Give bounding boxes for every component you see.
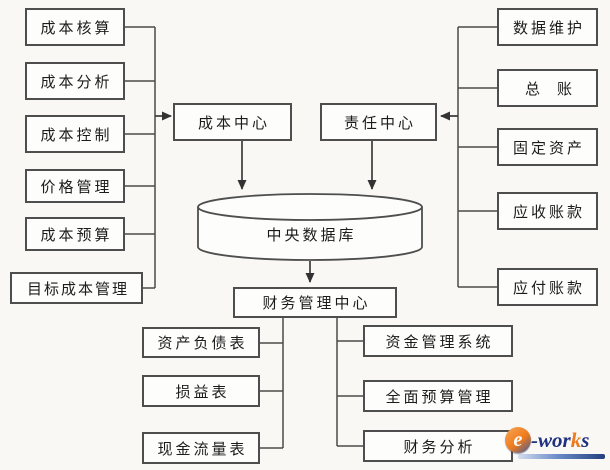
node-cost-center: 成本中心 <box>173 103 292 141</box>
node-cost-accounting: 成本核算 <box>25 8 125 46</box>
eworks-logo-wor: -wor <box>531 427 571 452</box>
node-cost-control: 成本控制 <box>25 115 125 153</box>
node-fixed-assets: 固定资产 <box>497 128 598 166</box>
node-responsibility-center: 责任中心 <box>320 103 437 141</box>
node-comprehensive-budget-management: 全面预算管理 <box>363 380 513 412</box>
eworks-logo-s: s <box>581 427 590 452</box>
node-data-maintenance: 数据维护 <box>497 8 598 46</box>
database-cylinder-shape <box>197 193 423 261</box>
node-financial-analysis: 财务分析 <box>363 430 513 462</box>
bottom-right-connectors <box>336 318 363 447</box>
node-balance-sheet: 资产负债表 <box>142 327 260 358</box>
eworks-logo-underline <box>518 454 605 459</box>
node-income-statement: 损益表 <box>142 375 260 407</box>
eworks-logo-e-icon: e <box>505 427 531 453</box>
bottom-left-connectors <box>260 318 284 449</box>
node-central-database: 中央数据库 <box>266 228 357 244</box>
node-general-ledger: 总 账 <box>497 69 598 107</box>
node-cost-analysis: 成本分析 <box>25 62 125 100</box>
flow-arrows <box>155 111 458 283</box>
node-target-cost-management: 目标成本管理 <box>10 272 143 304</box>
node-accounts-receivable: 应收账款 <box>497 192 598 230</box>
left-connectors <box>125 26 156 289</box>
node-accounts-payable: 应付账款 <box>497 268 598 306</box>
right-connectors <box>457 26 497 288</box>
node-fund-management-system: 资金管理系统 <box>363 325 513 357</box>
node-cash-flow-statement: 现金流量表 <box>142 432 260 464</box>
node-finance-management-center: 财务管理中心 <box>233 287 397 318</box>
node-price-management: 价格管理 <box>25 169 125 203</box>
eworks-logo-k: k <box>570 427 582 452</box>
node-cost-budget: 成本预算 <box>25 217 125 251</box>
